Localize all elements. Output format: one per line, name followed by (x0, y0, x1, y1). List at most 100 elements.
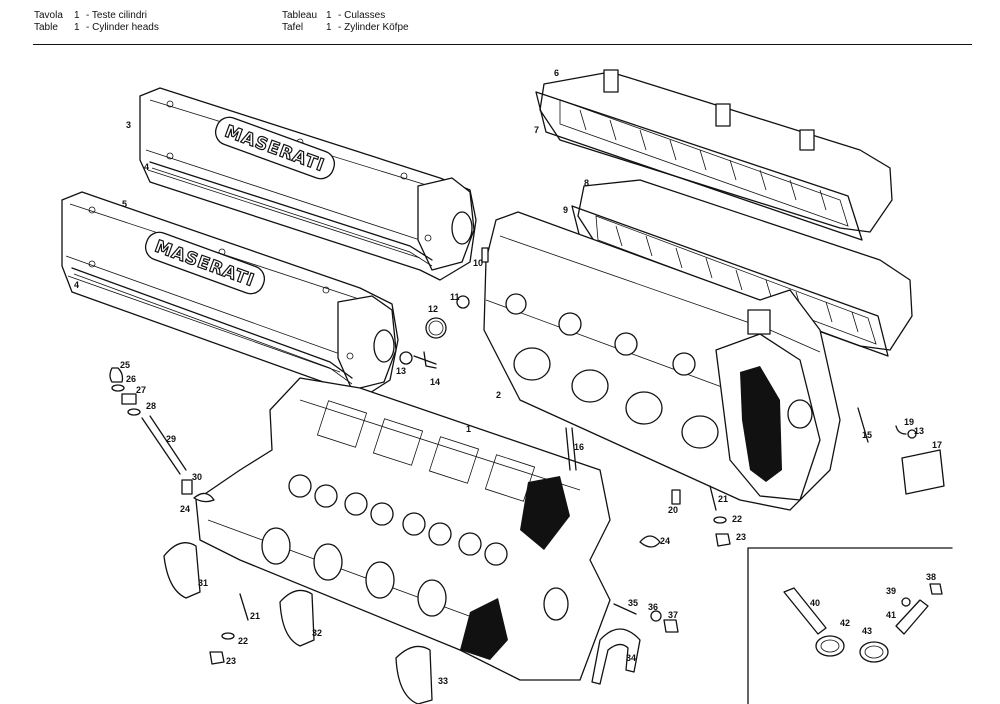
washer-13 (907, 429, 917, 439)
callout-25: 25 (120, 360, 130, 370)
cam-cover-gasket-front-inner (73, 273, 353, 385)
header-text: - Cylinder heads (86, 22, 159, 33)
cap-33 (395, 645, 433, 704)
callout-22b: 22 (238, 636, 248, 646)
washer-39 (901, 597, 911, 607)
o-ring-12 (425, 317, 447, 339)
callout-4: 4 (144, 162, 149, 172)
callout-20: 20 (668, 505, 678, 515)
callout-7: 7 (534, 125, 539, 135)
callout-labels: 1 2 3 4 4 5 6 7 8 9 10 11 12 13 14 15 16… (74, 68, 942, 686)
header-num: 1 (74, 22, 80, 33)
stud-21b (709, 485, 717, 511)
callout-30: 30 (192, 472, 202, 482)
callout-36: 36 (648, 602, 658, 612)
dowel-30 (181, 479, 193, 495)
callout-39: 39 (886, 586, 896, 596)
callout-6: 6 (554, 68, 559, 78)
washer-36 (650, 610, 662, 622)
callout-24b: 24 (180, 504, 190, 514)
callout-13: 13 (396, 366, 406, 376)
header-row-english: Table 1 - Cylinder heads (34, 22, 159, 34)
callout-29: 29 (166, 434, 176, 444)
cam-cover-gasket-rear (149, 161, 433, 261)
header-text: - Teste cilindri (86, 10, 147, 21)
callout-13b: 13 (914, 426, 924, 436)
cap-19 (895, 425, 907, 435)
callout-11: 11 (450, 292, 460, 302)
callout-5: 5 (122, 199, 127, 209)
stud-10 (481, 247, 489, 263)
header-num: 1 (326, 10, 332, 21)
callout-23b: 23 (226, 656, 236, 666)
seal-42 (815, 635, 845, 657)
callout-15: 15 (862, 430, 872, 440)
callout-43: 43 (862, 626, 872, 636)
callout-3: 3 (126, 120, 131, 130)
valve-guide-40 (783, 587, 827, 635)
half-ring-24 (193, 492, 215, 503)
header-num: 1 (326, 22, 332, 33)
callout-19: 19 (904, 417, 914, 427)
callout-21b: 21 (250, 611, 260, 621)
valve-guide-41 (895, 599, 929, 635)
header-row-italian: Tavola 1 - Teste cilindri (34, 10, 159, 22)
callout-10: 10 (473, 258, 483, 268)
stud-15 (857, 407, 869, 443)
cap-32 (279, 589, 315, 647)
cam-cover-gasket-front (71, 267, 353, 379)
stud-35 (613, 603, 637, 615)
callout-42: 42 (840, 618, 850, 628)
callout-14: 14 (430, 377, 440, 387)
header-word: Tafel (282, 22, 304, 33)
callout-27: 27 (136, 385, 146, 395)
plug-20 (671, 489, 681, 505)
callout-17: 17 (932, 440, 942, 450)
nut-37 (663, 619, 679, 633)
cap-31 (163, 542, 201, 599)
callout-24: 24 (660, 536, 670, 546)
cylinder-head-left (195, 377, 611, 681)
callout-32: 32 (312, 628, 322, 638)
callout-16: 16 (574, 442, 584, 452)
inset-box (747, 547, 953, 704)
callout-34: 34 (626, 653, 636, 663)
callout-33: 33 (438, 676, 448, 686)
header-text: - Culasses (338, 10, 386, 21)
callout-26: 26 (126, 374, 136, 384)
header-num: 1 (74, 10, 80, 21)
callout-4b: 4 (74, 280, 79, 290)
cam-cover-gasket-rear-inner (151, 167, 433, 267)
callout-40: 40 (810, 598, 820, 608)
callout-9: 9 (563, 205, 568, 215)
callout-41: 41 (886, 610, 896, 620)
header-word: Tavola (34, 10, 63, 21)
header-rule (33, 44, 972, 45)
callout-8: 8 (584, 178, 589, 188)
stud-29 (141, 417, 181, 475)
callout-37: 37 (668, 610, 678, 620)
header-word: Table (34, 22, 58, 33)
header-left: Tavola 1 - Teste cilindri Table 1 - Cylinder… (34, 10, 159, 34)
bracket-17 (901, 449, 945, 495)
cap-nut-25 (109, 367, 124, 383)
callout-31: 31 (198, 578, 208, 588)
callout-22: 22 (732, 514, 742, 524)
stud-21 (239, 593, 249, 621)
callout-38: 38 (926, 572, 936, 582)
callout-2: 2 (496, 390, 501, 400)
cylinder-head-right (483, 211, 841, 511)
callout-28: 28 (146, 401, 156, 411)
bracket-34 (591, 628, 641, 685)
small-parts (109, 247, 945, 704)
callout-1: 1 (466, 424, 471, 434)
callout-21: 21 (718, 494, 728, 504)
callout-35: 35 (628, 598, 638, 608)
callout-23: 23 (736, 532, 746, 542)
callout-12: 12 (428, 304, 438, 314)
seal-43 (859, 641, 889, 663)
o-ring-11 (456, 295, 470, 309)
